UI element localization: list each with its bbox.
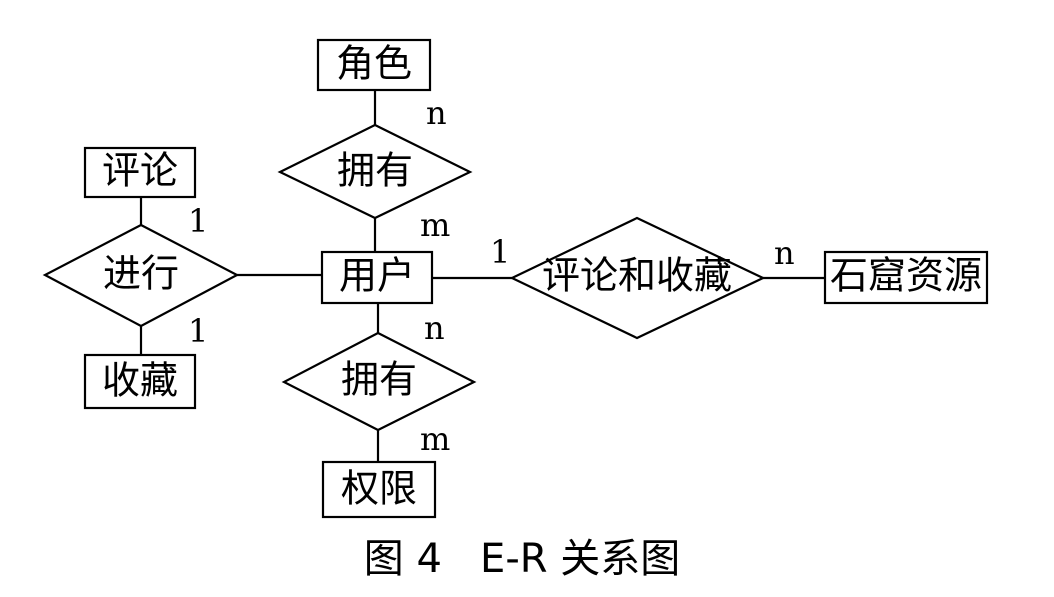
entity-comment: 评论 — [83, 146, 197, 199]
cardinality-collect: 1 — [188, 312, 208, 350]
entity-collect: 收藏 — [83, 353, 197, 410]
entity-permission: 权限 — [321, 460, 437, 519]
relationship-has-role-label: 拥有 — [337, 149, 413, 193]
entity-role-label: 角色 — [336, 42, 412, 86]
entity-grotto-resource: 石窟资源 — [823, 250, 989, 305]
cardinality-user-permission: n — [424, 309, 445, 347]
entity-collect-label: 收藏 — [102, 359, 178, 403]
cardinality-user-resource: 1 — [490, 233, 510, 271]
entity-user-label: 用户 — [339, 254, 415, 298]
relationship-has-permission-label: 拥有 — [341, 358, 417, 402]
relationship-has-permission: 拥有 — [281, 331, 477, 432]
figure-caption: 图 4 E-R 关系图 — [364, 536, 681, 582]
connectors — [139, 90, 825, 462]
relationship-comment-and-collect: 评论和收藏 — [509, 216, 766, 340]
entity-role: 角色 — [316, 38, 432, 92]
cardinality-user-role: m — [420, 206, 450, 244]
cardinality-comment: 1 — [188, 202, 208, 240]
relationship-perform-label: 进行 — [103, 252, 179, 296]
entity-permission-label: 权限 — [341, 467, 417, 511]
cardinality-resource: n — [774, 234, 795, 272]
entity-user: 用户 — [320, 250, 434, 305]
relationship-comment-and-collect-label: 评论和收藏 — [542, 254, 732, 298]
relationship-perform: 进行 — [42, 223, 240, 328]
entity-grotto-resource-label: 石窟资源 — [830, 254, 982, 298]
relationship-has-role: 拥有 — [277, 123, 473, 220]
cardinality-role: n — [426, 94, 447, 132]
cardinality-permission: m — [420, 420, 450, 458]
entity-comment-label: 评论 — [102, 149, 178, 193]
cardinality-labels: n m 1 1 n m 1 n — [188, 94, 795, 458]
